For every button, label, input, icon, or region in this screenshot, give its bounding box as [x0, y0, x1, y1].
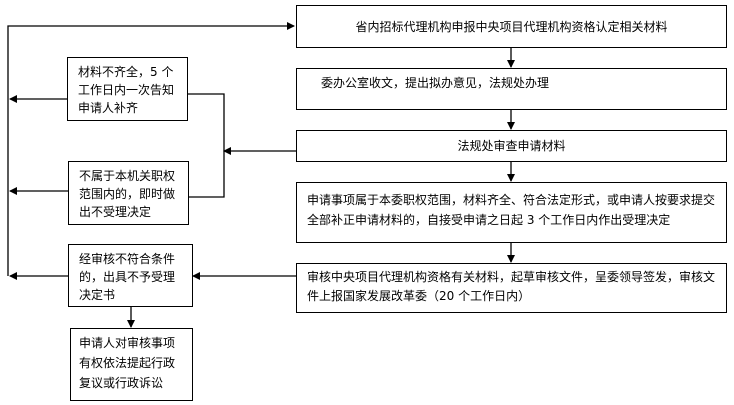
- side-appeal-text: 申请人对审核事项有权依法提起行政复议或行政诉讼: [79, 336, 176, 390]
- side-incomplete-text: 材料不齐全，5 个工作日内一次告知申请人补齐: [78, 65, 175, 115]
- step-accept-decision: 申请事项属于本委职权范围，材料齐全、符合法定形式，或申请人按要求提交全部补正申请…: [296, 182, 727, 243]
- branch-bracket: [187, 93, 225, 198]
- side-outofscope-text: 不属于本机关职权范围内的，即时做出不受理决定: [79, 169, 176, 219]
- step-office-receipt: 委办公室收文，提出拟办意见，法规处办理: [296, 68, 727, 110]
- side-appeal-rights: 申请人对审核事项有权依法提起行政复议或行政诉讼: [70, 328, 193, 401]
- return-line: [7, 22, 295, 276]
- step-review-application: 法规处审查申请材料: [296, 130, 727, 162]
- step-review-text: 法规处审查申请材料: [457, 139, 566, 153]
- step-submit-materials: 省内招标代理机构申报中央项目代理机构资格认定相关材料: [296, 5, 727, 48]
- step-audit-materials: 审核中央项目代理机构资格有关材料，起草审核文件，呈委领导签发，审核文件上报国家发…: [296, 263, 727, 313]
- side-rejected-text: 经审核不符合条件的，出具不予受理决定书: [79, 252, 176, 302]
- step-submit-text: 省内招标代理机构申报中央项目代理机构资格认定相关材料: [355, 19, 668, 34]
- step-accept-text: 申请事项属于本委职权范围，材料齐全、符合法定形式，或申请人按要求提交全部补正申请…: [307, 193, 716, 227]
- step-office-text: 委办公室收文，提出拟办意见，法规处办理: [321, 76, 550, 90]
- side-incomplete-materials: 材料不齐全，5 个工作日内一次告知申请人补齐: [67, 57, 188, 121]
- side-rejected: 经审核不符合条件的，出具不予受理决定书: [68, 244, 193, 307]
- side-out-of-scope: 不属于本机关职权范围内的，即时做出不受理决定: [68, 161, 189, 225]
- step-audit-text: 审核中央项目代理机构资格有关材料，起草审核文件，呈委领导签发，审核文件上报国家发…: [307, 270, 716, 303]
